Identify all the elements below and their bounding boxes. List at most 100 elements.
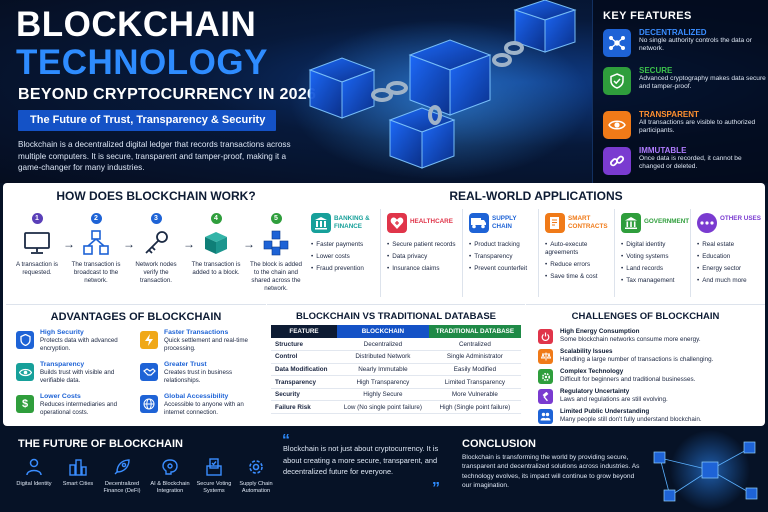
- eye-icon: [16, 363, 34, 381]
- contract-icon: [545, 213, 565, 233]
- app-name: OTHER USES: [720, 215, 761, 222]
- app-list-item: Land records: [621, 265, 691, 273]
- table-cell: Structure: [271, 338, 337, 352]
- advantage-high-security: High Security Protects data with advance…: [16, 329, 136, 359]
- future-item-smart-cities: Smart Cities: [52, 456, 104, 488]
- ai-icon: [158, 456, 182, 478]
- advantage-greater-trust: Greater Trust Creates trust in business …: [140, 361, 260, 391]
- step-number: 1: [31, 213, 43, 224]
- future-item-secure-voting: Secure Voting Systems: [188, 456, 240, 495]
- challenge-desc: Laws and regulations are still evolving.: [560, 396, 668, 403]
- table-cell: Security: [271, 388, 337, 402]
- government-building-icon: [621, 213, 641, 233]
- advantage-desc: Builds trust with visible and verifiable…: [40, 369, 115, 384]
- future-title: THE FUTURE OF BLOCKCHAIN: [18, 438, 183, 450]
- step-number: 3: [150, 213, 162, 224]
- power-icon: [538, 329, 553, 344]
- app-list-item: Education: [697, 253, 767, 261]
- conclusion-text: Blockchain is transforming the world by …: [462, 454, 640, 490]
- step-text: Network nodes verify the transaction.: [135, 261, 177, 284]
- applications-section: REAL-WORLD APPLICATIONS BANKING & FINANC…: [307, 183, 765, 303]
- advantage-transparency: Transparency Builds trust with visible a…: [16, 361, 136, 391]
- challenge-understanding: Limited Public Understanding Many people…: [538, 408, 763, 426]
- step-text: A transaction is requested.: [16, 261, 58, 276]
- app-list-item: Prevent counterfeit: [469, 265, 539, 273]
- gear-icon: [538, 369, 553, 384]
- app-list-item: Real estate: [697, 241, 767, 249]
- challenge-complexity: Complex Technology Difficult for beginne…: [538, 368, 763, 386]
- challenge-desc: Handling a large number of transactions …: [560, 356, 714, 363]
- advantage-name: Lower Costs: [40, 393, 81, 400]
- table-cell: More Vulnerable: [428, 388, 521, 402]
- app-list-item: Lower costs: [311, 253, 381, 261]
- truck-icon: [469, 213, 489, 233]
- challenge-scalability: Scalability Issues Handling a large numb…: [538, 348, 763, 366]
- step-text: The transaction is added to a block.: [191, 261, 241, 276]
- title-line-1: BLOCKCHAIN: [16, 5, 257, 44]
- advantage-name: Greater Trust: [164, 361, 207, 368]
- advantage-name: Faster Transactions: [164, 329, 229, 336]
- future-item-supply-chain-automation: Supply Chain Automation: [230, 456, 282, 495]
- app-name: GOVERNMENT: [644, 218, 690, 225]
- advantage-desc: Creates trust in business relationships.: [164, 369, 233, 384]
- table-cell: High (Single point failure): [428, 400, 521, 415]
- feature-name: SECURE: [639, 66, 673, 75]
- shield-icon: [16, 331, 34, 349]
- future-item-label: AI & Blockchain Integration: [150, 481, 190, 494]
- bank-icon: [311, 213, 331, 233]
- comparison-section: BLOCKCHAIN VS TRADITIONAL DATABASE FEATU…: [267, 304, 525, 424]
- challenge-name: Complex Technology: [560, 368, 624, 375]
- title-line-2: TECHNOLOGY: [16, 43, 268, 82]
- challenge-energy: High Energy Consumption Some blockchain …: [538, 328, 763, 346]
- how-title: HOW DOES BLOCKCHAIN WORK?: [56, 189, 256, 203]
- app-government: GOVERNMENT Digital identityVoting system…: [617, 209, 691, 297]
- future-item-label: Secure Voting Systems: [196, 481, 232, 494]
- lightning-icon: [140, 331, 158, 349]
- app-list-item: Faster payments: [311, 241, 381, 249]
- step-1: 1 A transaction is requested.: [10, 213, 64, 277]
- app-list-item: Voting systems: [621, 253, 691, 261]
- column-header: BLOCKCHAIN: [337, 325, 429, 338]
- app-name: BANKING & FINANCE: [334, 215, 370, 230]
- future-item-ai-integration: AI & Blockchain Integration: [144, 456, 196, 495]
- app-supply-chain: SUPPLY CHAIN Product trackingTransparenc…: [465, 209, 539, 297]
- app-list-item: Save time & cost: [545, 273, 615, 281]
- tagline: The Future of Trust, Transparency & Secu…: [18, 110, 276, 131]
- network-cubes-illustration: [653, 430, 758, 510]
- app-list-item: Tax management: [621, 277, 691, 285]
- title-line-3: BEYOND CRYPTOCURRENCY IN 2026: [18, 86, 317, 103]
- table-cell: Low (No single point failure): [337, 400, 429, 415]
- step-number: 2: [90, 213, 102, 224]
- arrow-icon: →: [183, 237, 195, 251]
- app-list: Secure patient recordsData privacyInsura…: [387, 241, 463, 277]
- advantage-name: High Security: [40, 329, 84, 336]
- advantages-title: ADVANTAGES OF BLOCKCHAIN: [50, 311, 222, 323]
- step-number: 5: [270, 213, 282, 224]
- feature-name: IMMUTABLE: [639, 146, 687, 155]
- feature-desc: No single authority controls the data or…: [639, 37, 752, 53]
- table-cell: Easily Modified: [428, 363, 521, 377]
- app-list: Auto-execute agreementsReduce errorsSave…: [545, 241, 615, 285]
- step-number: 4: [210, 213, 222, 224]
- advantage-desc: Quick settlement and real-time processin…: [164, 337, 248, 352]
- table-cell: Single Administrator: [428, 350, 521, 364]
- arrow-icon: →: [63, 237, 75, 251]
- how-it-works-section: HOW DOES BLOCKCHAIN WORK? 1 A transactio…: [6, 183, 306, 303]
- challenge-name: Limited Public Understanding: [560, 408, 650, 415]
- comparison-table: FEATURE BLOCKCHAIN TRADITIONAL DATABASE …: [271, 325, 521, 415]
- step-4: 4 The transaction is added to a block.: [189, 213, 243, 277]
- app-healthcare: HEALTHCARE Secure patient recordsData pr…: [383, 209, 463, 297]
- city-icon: [66, 456, 90, 478]
- footer-section: THE FUTURE OF BLOCKCHAIN Digital Identit…: [0, 428, 768, 512]
- advantage-global-accessibility: Global Accessibility Accessible to anyon…: [140, 393, 260, 423]
- app-list-item: Transparency: [469, 253, 539, 261]
- advantage-lower-costs: $ Lower Costs Reduces intermediaries and…: [16, 393, 136, 423]
- computer-icon: [10, 230, 64, 256]
- gavel-icon: [538, 389, 553, 404]
- conclusion-title: CONCLUSION: [462, 438, 536, 450]
- arrow-icon: →: [123, 237, 135, 251]
- challenge-desc: Many people still don't fully understand…: [560, 416, 702, 423]
- ballot-icon: [202, 456, 226, 478]
